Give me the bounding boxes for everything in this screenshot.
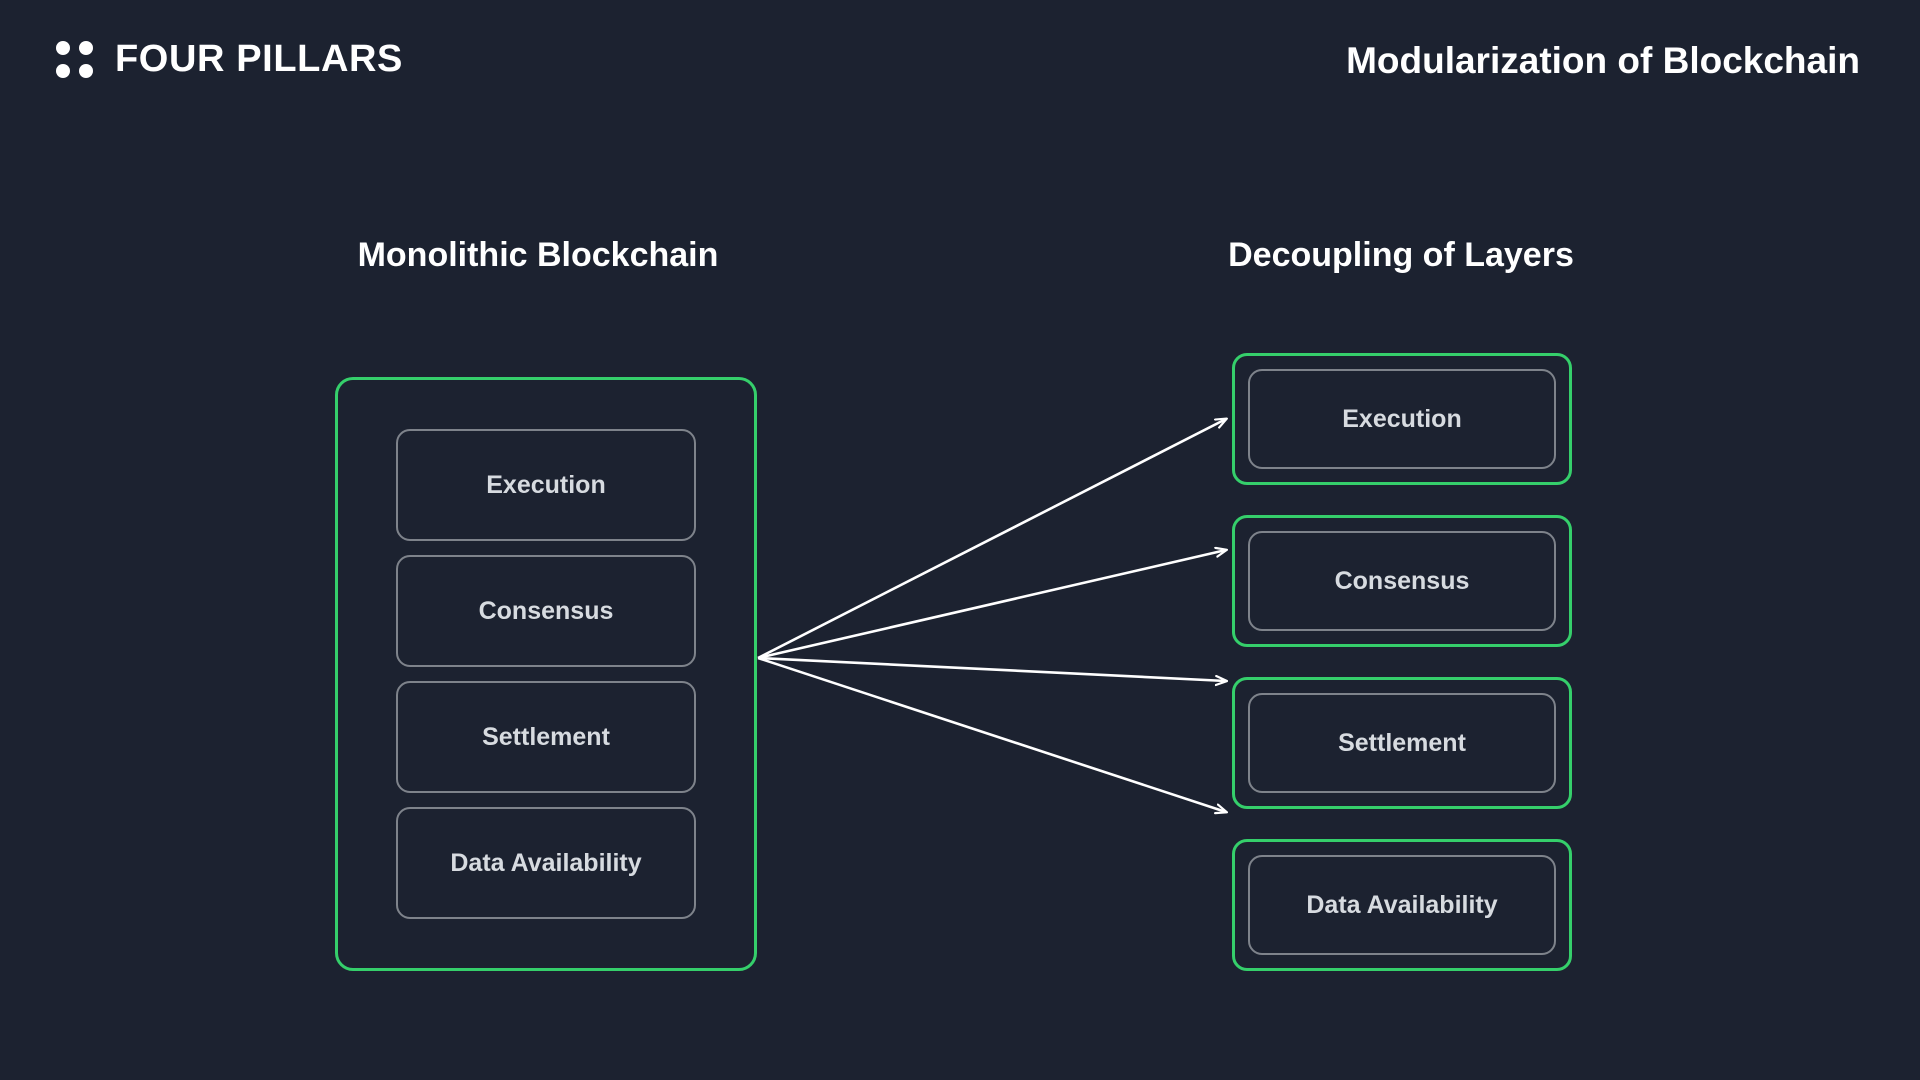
layer-label: Settlement [482, 722, 610, 751]
monolithic-blockchain-container: Execution Consensus Settlement Data Avai… [335, 377, 757, 971]
module-card-data-availability: Data Availability [1232, 839, 1572, 971]
connector-arrow-data-availability [757, 656, 1226, 812]
module-card-consensus: Consensus [1232, 515, 1572, 647]
monolithic-layer-settlement: Settlement [396, 681, 696, 793]
module-card-settlement: Settlement [1232, 677, 1572, 809]
page-title: Modularization of Blockchain [1346, 40, 1860, 81]
brand-name: FOUR PILLARS [115, 38, 403, 80]
connector-arrow-settlement [757, 656, 1226, 681]
module-inner-box: Consensus [1248, 531, 1556, 631]
connector-arrow-consensus [757, 550, 1226, 660]
monolithic-layer-data-availability: Data Availability [396, 807, 696, 919]
four-dots-grid-icon [56, 40, 93, 78]
layer-label: Execution [486, 470, 606, 499]
connector-arrow-execution [757, 419, 1226, 660]
layer-label: Consensus [478, 596, 614, 625]
monolithic-layer-execution: Execution [396, 429, 696, 541]
module-inner-box: Data Availability [1248, 855, 1556, 955]
layer-label: Data Availability [450, 848, 642, 877]
module-inner-box: Settlement [1248, 693, 1556, 793]
layer-label: Execution [1342, 404, 1462, 433]
module-card-execution: Execution [1232, 353, 1572, 485]
decoupled-layers-container: Execution Consensus Settlement Data Avai… [1232, 353, 1572, 971]
monolithic-column-heading: Monolithic Blockchain [357, 236, 719, 274]
brand-logo: FOUR PILLARS [56, 40, 403, 78]
layer-label: Consensus [1334, 566, 1470, 595]
monolithic-layer-consensus: Consensus [396, 555, 696, 667]
module-inner-box: Execution [1248, 369, 1556, 469]
decoupled-column-heading: Decoupling of Layers [1228, 236, 1574, 274]
layer-label: Settlement [1338, 728, 1466, 757]
layer-label: Data Availability [1306, 890, 1498, 919]
